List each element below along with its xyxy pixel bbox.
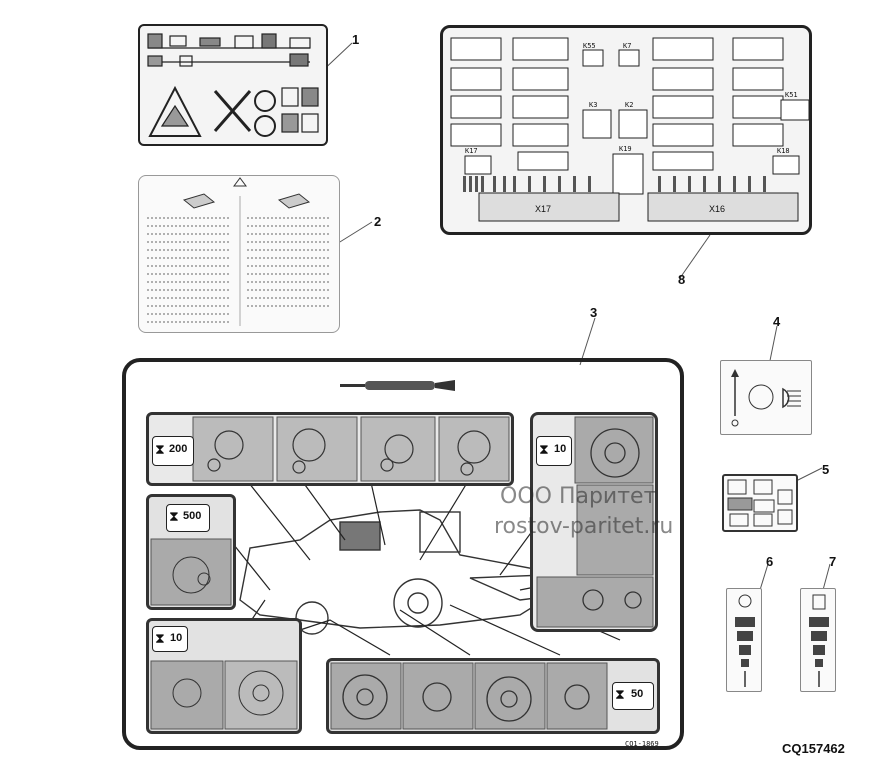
interval-value-50: 50 xyxy=(631,688,644,700)
callout-8: 8 xyxy=(678,272,686,287)
label-k17: K17 xyxy=(465,147,478,155)
callout-6: 6 xyxy=(766,554,774,569)
label-k2: K2 xyxy=(625,101,634,109)
label-k55: K55 xyxy=(583,42,596,50)
decal-7-fuel-lever xyxy=(800,588,836,692)
label-x16: X16 xyxy=(709,204,726,214)
grease-gun-icon xyxy=(340,380,460,392)
interval-badge-10-top: ⧗ 10 xyxy=(536,436,572,466)
watermark-line1: ООО Паритет xyxy=(500,484,657,509)
lube-group-200 xyxy=(146,412,514,486)
label-k18: K18 xyxy=(777,147,790,155)
lube-chart-code: CQ1-1869 xyxy=(625,740,659,748)
label-x17: X17 xyxy=(535,204,552,214)
decal-8-fuse-panel: K55 K7 K3 K2 K51 K17 K19 K18 X17 X16 xyxy=(440,25,812,235)
callout-5: 5 xyxy=(822,462,830,477)
callout-3: 3 xyxy=(590,305,598,320)
interval-badge-10-bottom: ⧗ 10 xyxy=(152,626,188,652)
decal-6-speed-lever xyxy=(726,588,762,692)
interval-value-10-top: 10 xyxy=(554,443,567,455)
lube-group-10-bottom xyxy=(146,618,302,734)
label-k51: K51 xyxy=(785,91,798,99)
callout-1: 1 xyxy=(352,32,360,47)
lube-group-50 xyxy=(326,658,660,734)
callout-4: 4 xyxy=(773,314,781,329)
interval-badge-500: ⧗ 500 xyxy=(166,504,210,532)
label-k7: K7 xyxy=(623,42,632,50)
label-k3: K3 xyxy=(589,101,598,109)
decal-2-art xyxy=(147,177,331,326)
callout-2: 2 xyxy=(374,214,382,229)
label-k19: K19 xyxy=(619,145,632,153)
interval-value-500: 500 xyxy=(183,510,202,522)
decal-3-lubrication-chart xyxy=(122,358,684,750)
interval-value-10-bottom: 10 xyxy=(170,632,183,644)
interval-badge-50: ⧗ 50 xyxy=(612,682,654,710)
decal-4-light-switch xyxy=(720,360,812,435)
decal-5-controls xyxy=(722,474,798,532)
decal-1-warning xyxy=(138,24,328,146)
watermark-line2: rostov-paritet.ru xyxy=(494,514,674,539)
figure-id: CQ157462 xyxy=(782,741,845,756)
decal-2-table xyxy=(138,175,340,333)
decal-1-art xyxy=(147,33,319,137)
callout-7: 7 xyxy=(829,554,837,569)
interval-value-200: 200 xyxy=(169,443,188,455)
fuse-panel-art xyxy=(450,37,810,222)
interval-badge-200: 200 ⧗ xyxy=(152,436,194,466)
